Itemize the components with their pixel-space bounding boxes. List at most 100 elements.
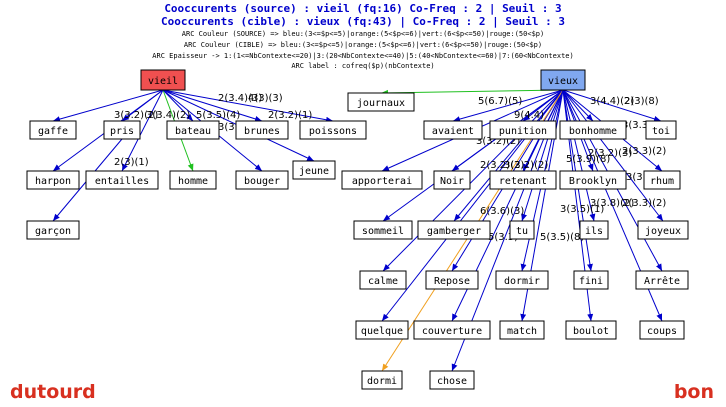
edge-vieux-toi bbox=[562, 89, 662, 122]
node-chose[interactable]: chose bbox=[429, 370, 475, 390]
node-punition[interactable]: punition bbox=[489, 120, 557, 140]
node-bouger[interactable]: bouger bbox=[235, 170, 289, 190]
node-ils[interactable]: ils bbox=[579, 220, 609, 240]
node-quelque[interactable]: quelque bbox=[355, 320, 409, 340]
node-gaffe[interactable]: gaffe bbox=[29, 120, 77, 140]
node-label: bouger bbox=[244, 176, 280, 187]
legend-source-color: ARC Couleur (SOURCE) => bleu:(3<=$p<=5)|… bbox=[181, 30, 545, 38]
node-dormir[interactable]: dormir bbox=[495, 270, 549, 290]
edge-label: 2(3.2)(2) bbox=[480, 160, 524, 171]
edge-vieil-gaffe bbox=[52, 89, 164, 122]
node-label: garçon bbox=[35, 226, 71, 237]
node-sommeil[interactable]: sommeil bbox=[353, 220, 413, 240]
node-box bbox=[489, 170, 557, 190]
node-bonhomme[interactable]: bonhomme bbox=[559, 120, 627, 140]
node-coups[interactable]: coups bbox=[639, 320, 685, 340]
node-label: entailles bbox=[95, 176, 149, 187]
node-label: punition bbox=[499, 126, 547, 137]
node-label: brunes bbox=[244, 126, 280, 137]
node-box bbox=[299, 120, 367, 140]
node-box bbox=[347, 92, 415, 112]
edge-label: 5(3.9)(8) bbox=[566, 154, 610, 165]
node-garcon[interactable]: garçon bbox=[26, 220, 80, 240]
node-harpon[interactable]: harpon bbox=[26, 170, 80, 190]
node-box bbox=[353, 220, 413, 240]
edge-label: 3(3.4)(2) bbox=[146, 110, 190, 121]
edge-label: 3(3.8)(2) bbox=[590, 198, 634, 209]
legend-thickness: ARC Epaisseur -> 1:(1<=NbContexte<=20)|3… bbox=[152, 52, 574, 60]
node-label: coups bbox=[647, 326, 677, 337]
edge-vieil-brunes bbox=[162, 89, 263, 122]
node-label: Noir bbox=[440, 176, 464, 187]
node-joyeux[interactable]: joyeux bbox=[637, 220, 689, 240]
node-tu[interactable]: tu bbox=[509, 220, 535, 240]
edge-label: 2(3.3)(2) bbox=[622, 198, 666, 209]
edge-vieux-calme bbox=[382, 89, 564, 272]
node-apporterai[interactable]: apporterai bbox=[341, 170, 423, 190]
node-box bbox=[643, 170, 681, 190]
edge-label: 5(3.5)(4) bbox=[196, 110, 240, 121]
node-journaux[interactable]: journaux bbox=[347, 92, 415, 112]
edge-vieux-ils bbox=[562, 89, 596, 222]
node-box bbox=[499, 320, 545, 340]
node-bateau[interactable]: bateau bbox=[166, 120, 220, 140]
edge-label: 3(3.5)(1) bbox=[560, 204, 604, 215]
edge-label: 3(3.2)(2) bbox=[114, 110, 158, 121]
edge-label: 9(4.4) bbox=[514, 110, 544, 121]
node-label: dormi bbox=[367, 376, 397, 387]
node-label: vieux bbox=[548, 76, 578, 87]
node-label: journaux bbox=[357, 98, 405, 109]
node-homme[interactable]: homme bbox=[169, 170, 217, 190]
node-box bbox=[433, 170, 471, 190]
node-pris[interactable]: pris bbox=[103, 120, 141, 140]
node-box bbox=[140, 69, 186, 91]
node-gamberger[interactable]: gamberger bbox=[417, 220, 491, 240]
source-title: Cooccurents (source) : vieil (fq:16) Co-… bbox=[164, 2, 562, 15]
edge-vieux-joyeux bbox=[562, 89, 664, 222]
node-brooklyn[interactable]: Brooklyn bbox=[559, 170, 627, 190]
node-box bbox=[26, 220, 80, 240]
node-noir[interactable]: Noir bbox=[433, 170, 471, 190]
node-poissons[interactable]: poissons bbox=[299, 120, 367, 140]
node-jeune[interactable]: jeune bbox=[292, 160, 336, 180]
node-box bbox=[29, 120, 77, 140]
edge-vieux-gamberger bbox=[453, 89, 564, 222]
node-box bbox=[85, 170, 159, 190]
node-avaient[interactable]: avaient bbox=[423, 120, 483, 140]
node-label: vieil bbox=[148, 76, 178, 87]
node-couverture[interactable]: couverture bbox=[413, 320, 491, 340]
node-match[interactable]: match bbox=[499, 320, 545, 340]
node-label: dormir bbox=[504, 276, 540, 287]
node-toi[interactable]: toi bbox=[645, 120, 677, 140]
node-boulot[interactable]: boulot bbox=[565, 320, 617, 340]
node-retenant[interactable]: retenant bbox=[489, 170, 557, 190]
node-vieux[interactable]: vieux bbox=[540, 69, 586, 91]
node-label: Repose bbox=[434, 276, 470, 287]
node-box bbox=[559, 170, 627, 190]
node-entailles[interactable]: entailles bbox=[85, 170, 159, 190]
node-label: Arrête bbox=[644, 275, 680, 287]
node-box bbox=[361, 370, 403, 390]
node-box bbox=[341, 170, 423, 190]
node-rhum[interactable]: rhum bbox=[643, 170, 681, 190]
edge-label: 3(3) bbox=[218, 122, 239, 133]
node-box bbox=[425, 270, 479, 290]
edge-vieux-tu bbox=[521, 89, 564, 222]
node-calme[interactable]: calme bbox=[359, 270, 407, 290]
node-label: harpon bbox=[35, 176, 71, 187]
node-label: bonhomme bbox=[569, 126, 617, 137]
legend-target-color: ARC Couleur (CIBLE) => bleu:(3<=$p<=5)|o… bbox=[183, 41, 543, 49]
edge-label: 6(3.6)(3) bbox=[480, 206, 524, 217]
legend-label: ARC label : cofreq($p)(nbContexte) bbox=[291, 62, 435, 70]
node-label: quelque bbox=[361, 326, 403, 337]
node-dormi[interactable]: dormi bbox=[361, 370, 403, 390]
node-label: bateau bbox=[175, 126, 211, 137]
node-vieil[interactable]: vieil bbox=[140, 69, 186, 91]
edge-vieil-poissons bbox=[162, 89, 334, 123]
node-repose[interactable]: Repose bbox=[425, 270, 479, 290]
node-brunes[interactable]: brunes bbox=[235, 120, 289, 140]
node-arrete[interactable]: Arrête bbox=[635, 270, 689, 290]
edge-label: 2(3.4)(3) bbox=[218, 93, 262, 104]
node-fini[interactable]: fini bbox=[573, 270, 609, 290]
